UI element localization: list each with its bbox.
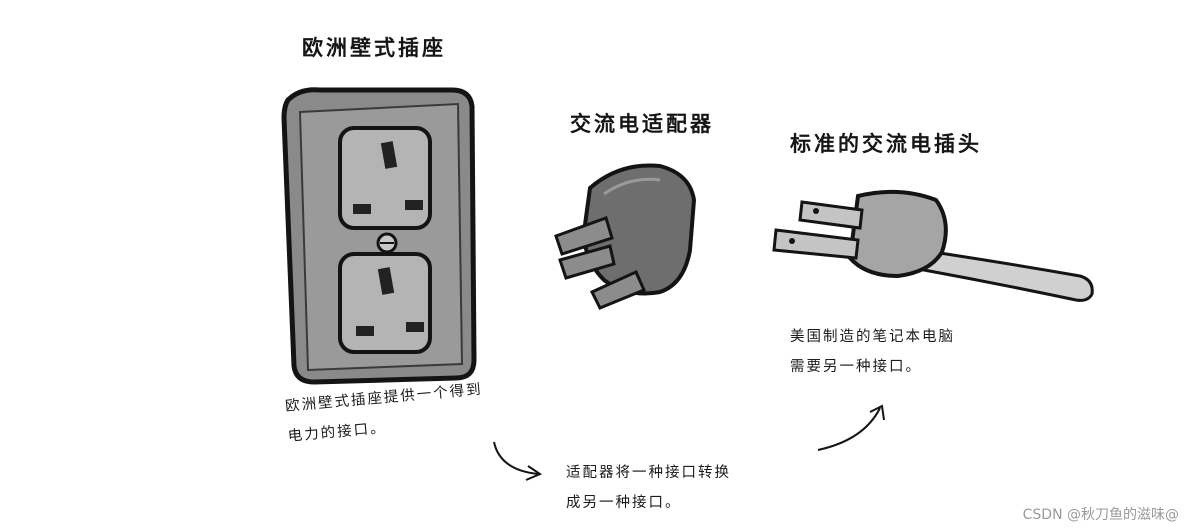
laptop-note: 美国制造的笔记本电脑 需要另一种接口。 — [790, 322, 955, 382]
adapter-note-line-2: 成另一种接口。 — [566, 495, 682, 511]
arrow-adapter-to-laptop — [817, 407, 881, 451]
wall-socket-illustration — [281, 87, 477, 385]
ac-plug-illustration — [772, 189, 1094, 302]
adapter-note-line-1: 适配器将一种接口转换 — [566, 465, 731, 481]
arrow-socket-to-adapter — [493, 441, 539, 475]
laptop-note-line-1: 美国制造的笔记本电脑 — [790, 329, 955, 345]
laptop-note-line-2: 需要另一种接口。 — [790, 359, 922, 375]
ac-adapter-illustration — [554, 163, 697, 310]
adapter-title: 交流电适配器 — [570, 112, 714, 136]
socket-title: 欧洲壁式插座 — [302, 36, 446, 60]
arrow-socket-to-adapter-head — [525, 465, 543, 481]
adapter-note: 适配器将一种接口转换 成另一种接口。 — [566, 458, 731, 518]
plug-title: 标准的交流电插头 — [790, 132, 982, 156]
watermark: CSDN @秋刀鱼的滋味@ — [1022, 507, 1179, 523]
arrow-adapter-to-laptop-head — [869, 404, 885, 421]
